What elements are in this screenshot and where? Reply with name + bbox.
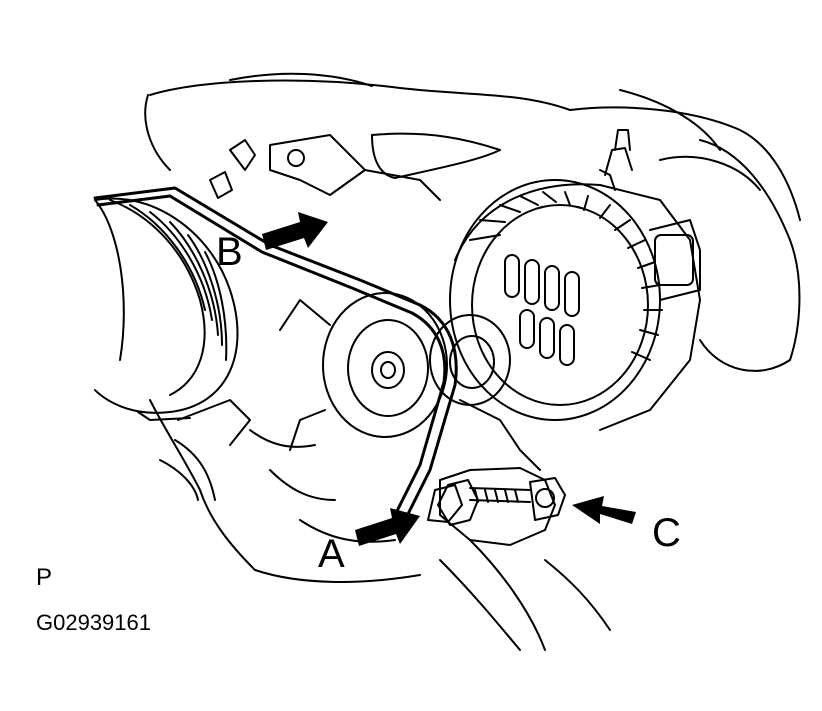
callout-label-a: A <box>318 532 345 576</box>
figure-code: G02939161 <box>36 610 151 635</box>
arrow-icon <box>262 212 328 250</box>
callout-label-c: C <box>652 511 681 555</box>
engine-block <box>144 72 801 651</box>
adjusting-bracket <box>427 467 566 546</box>
arrow-icon <box>355 508 420 546</box>
arrow-icon <box>572 496 636 524</box>
crankshaft-pulley <box>94 197 239 421</box>
alternator <box>429 129 701 471</box>
view-marker: P <box>36 564 53 591</box>
idler-pulley <box>279 292 448 451</box>
mounting-bracket <box>209 132 501 201</box>
callout-label-b: B <box>216 230 243 274</box>
